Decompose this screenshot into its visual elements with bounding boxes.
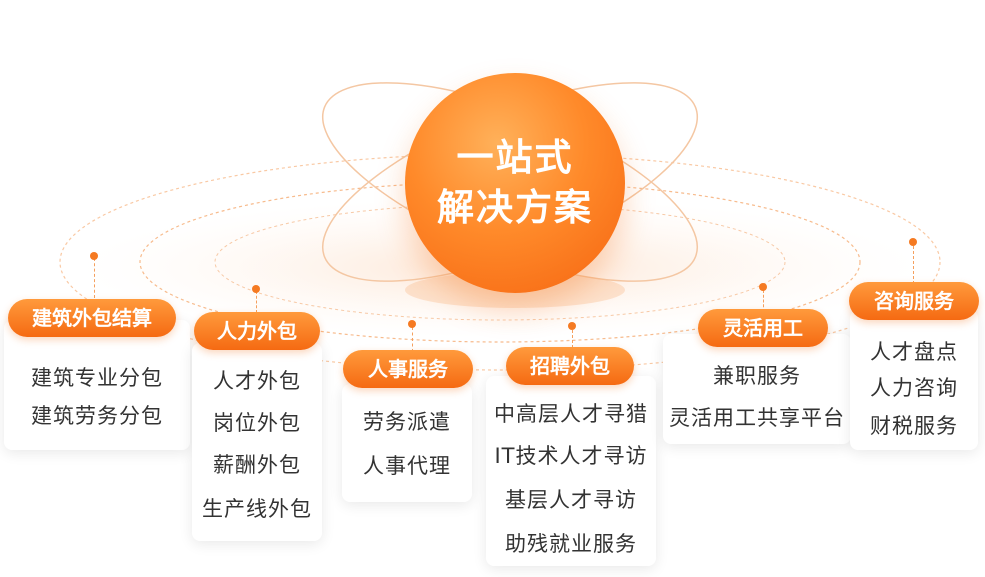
category-item: 助残就业服务 (505, 532, 637, 556)
center-title-line1: 一站式 (456, 136, 574, 179)
category-item: 基层人才寻访 (505, 488, 637, 512)
connector-line (913, 246, 914, 284)
connector-line (412, 327, 413, 352)
connector-line (94, 258, 95, 298)
category-card-construction: 建筑专业分包 建筑劳务分包 (4, 320, 190, 450)
category-item: IT技术人才寻访 (494, 444, 648, 468)
category-card-recruitment: 中高层人才寻猎 IT技术人才寻访 基层人才寻访 助残就业服务 (486, 376, 656, 566)
category-item: 薪酬外包 (213, 453, 301, 477)
category-card-consulting: 人才盘点 人力咨询 财税服务 (850, 310, 978, 450)
connector-line (763, 290, 764, 312)
category-item: 人才盘点 (870, 340, 958, 364)
category-item: 兼职服务 (713, 364, 801, 388)
connector-line (256, 291, 257, 313)
connector-dot (252, 285, 260, 293)
category-pill-consulting: 咨询服务 (849, 282, 979, 320)
category-card-hr-outsourcing: 人才外包 岗位外包 薪酬外包 生产线外包 (192, 343, 322, 541)
connector-dot (90, 252, 98, 260)
category-item: 灵活用工共享平台 (669, 406, 845, 430)
category-item: 岗位外包 (213, 411, 301, 435)
connector-dot (568, 322, 576, 330)
category-pill-hr-outsourcing: 人力外包 (194, 312, 320, 350)
category-card-personnel: 劳务派遣 人事代理 (342, 384, 472, 502)
category-pill-construction: 建筑外包结算 (8, 299, 176, 337)
category-item: 劳务派遣 (363, 410, 451, 434)
category-item: 人力咨询 (870, 376, 958, 400)
connector-dot (408, 320, 416, 328)
center-title-circle: 一站式 解决方案 (405, 73, 625, 293)
category-pill-recruitment: 招聘外包 (506, 347, 634, 385)
center-title-line2: 解决方案 (437, 186, 593, 229)
category-pill-personnel: 人事服务 (343, 350, 473, 388)
inner-ring (214, 203, 786, 321)
category-item: 人才外包 (213, 369, 301, 393)
category-item: 生产线外包 (202, 497, 312, 521)
category-item: 建筑劳务分包 (31, 404, 163, 428)
connector-dot (909, 238, 917, 246)
category-item: 中高层人才寻猎 (494, 402, 648, 426)
middle-ring (139, 181, 861, 343)
connector-dot (759, 283, 767, 291)
connector-line (572, 330, 573, 348)
category-item: 建筑专业分包 (31, 366, 163, 390)
category-card-flexible-work: 兼职服务 灵活用工共享平台 (663, 334, 851, 444)
category-item: 人事代理 (363, 454, 451, 478)
category-pill-flexible-work: 灵活用工 (698, 309, 828, 347)
category-item: 财税服务 (870, 414, 958, 438)
